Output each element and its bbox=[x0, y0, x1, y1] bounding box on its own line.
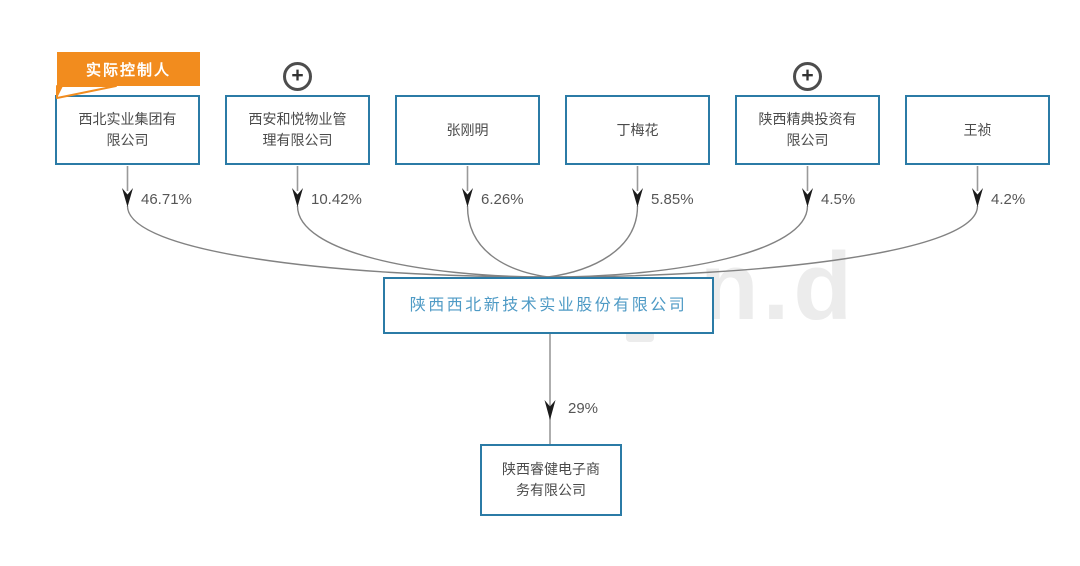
shareholding-percent: 5.85% bbox=[651, 191, 694, 208]
actual-controller-badge: 实际控制人 bbox=[57, 52, 200, 86]
shareholding-percent: 46.71% bbox=[141, 191, 192, 208]
shareholding-percent: 4.2% bbox=[991, 191, 1026, 208]
shareholding-percent: 6.26% bbox=[481, 191, 524, 208]
company-name: 陕西西北新技术实业股份有限公司 bbox=[409, 297, 688, 314]
shareholder-box-shaanxi-jingdian[interactable]: 陕西精典投资有限公司 bbox=[735, 95, 880, 165]
plus-icon: + bbox=[291, 64, 304, 87]
shareholding-percent: 4.5% bbox=[821, 191, 856, 208]
subsidiary-percent: 29% bbox=[568, 400, 599, 417]
shareholder-name: 陕西精典投资有限公司 bbox=[758, 111, 857, 148]
arrowheads bbox=[122, 188, 983, 207]
converging-curves bbox=[126, 205, 979, 278]
shareholder-name: 张刚明 bbox=[446, 121, 489, 138]
shareholder-box-ding-meihua[interactable]: 丁梅花 bbox=[565, 95, 710, 165]
shareholder-box-xian-heyue[interactable]: 西安和悦物业管理有限公司 bbox=[225, 95, 370, 165]
company-box-shaanxi-xibei-new-tech[interactable]: 陕西西北新技术实业股份有限公司 bbox=[383, 277, 714, 334]
shareholder-box-zhang-gangming[interactable]: 张刚明 bbox=[395, 95, 540, 165]
subsidiary-name: 陕西睿健电子商务有限公司 bbox=[502, 461, 600, 498]
shareholder-name: 王祯 bbox=[963, 121, 992, 138]
shareholder-name: 丁梅花 bbox=[616, 121, 659, 138]
watermark: n.d bbox=[700, 233, 856, 340]
subsidiary-arrowhead bbox=[544, 400, 556, 420]
expand-plus-icon[interactable]: + bbox=[283, 62, 312, 91]
plus-icon: + bbox=[801, 64, 814, 87]
shareholder-name: 西安和悦物业管理有限公司 bbox=[248, 111, 347, 148]
shareholding-percent: 10.42% bbox=[311, 191, 362, 208]
shareholder-name: 西北实业集团有限公司 bbox=[78, 111, 177, 148]
subsidiary-box-shaanxi-ruijian[interactable]: 陕西睿健电子商务有限公司 bbox=[480, 444, 622, 516]
shareholder-stub-lines bbox=[126, 166, 979, 191]
badge-fold-corner bbox=[56, 85, 117, 99]
shareholder-box-wang-zhen[interactable]: 王祯 bbox=[905, 95, 1050, 165]
expand-plus-icon[interactable]: + bbox=[793, 62, 822, 91]
shareholder-box-xibei-shiye[interactable]: 西北实业集团有限公司 bbox=[55, 95, 200, 165]
